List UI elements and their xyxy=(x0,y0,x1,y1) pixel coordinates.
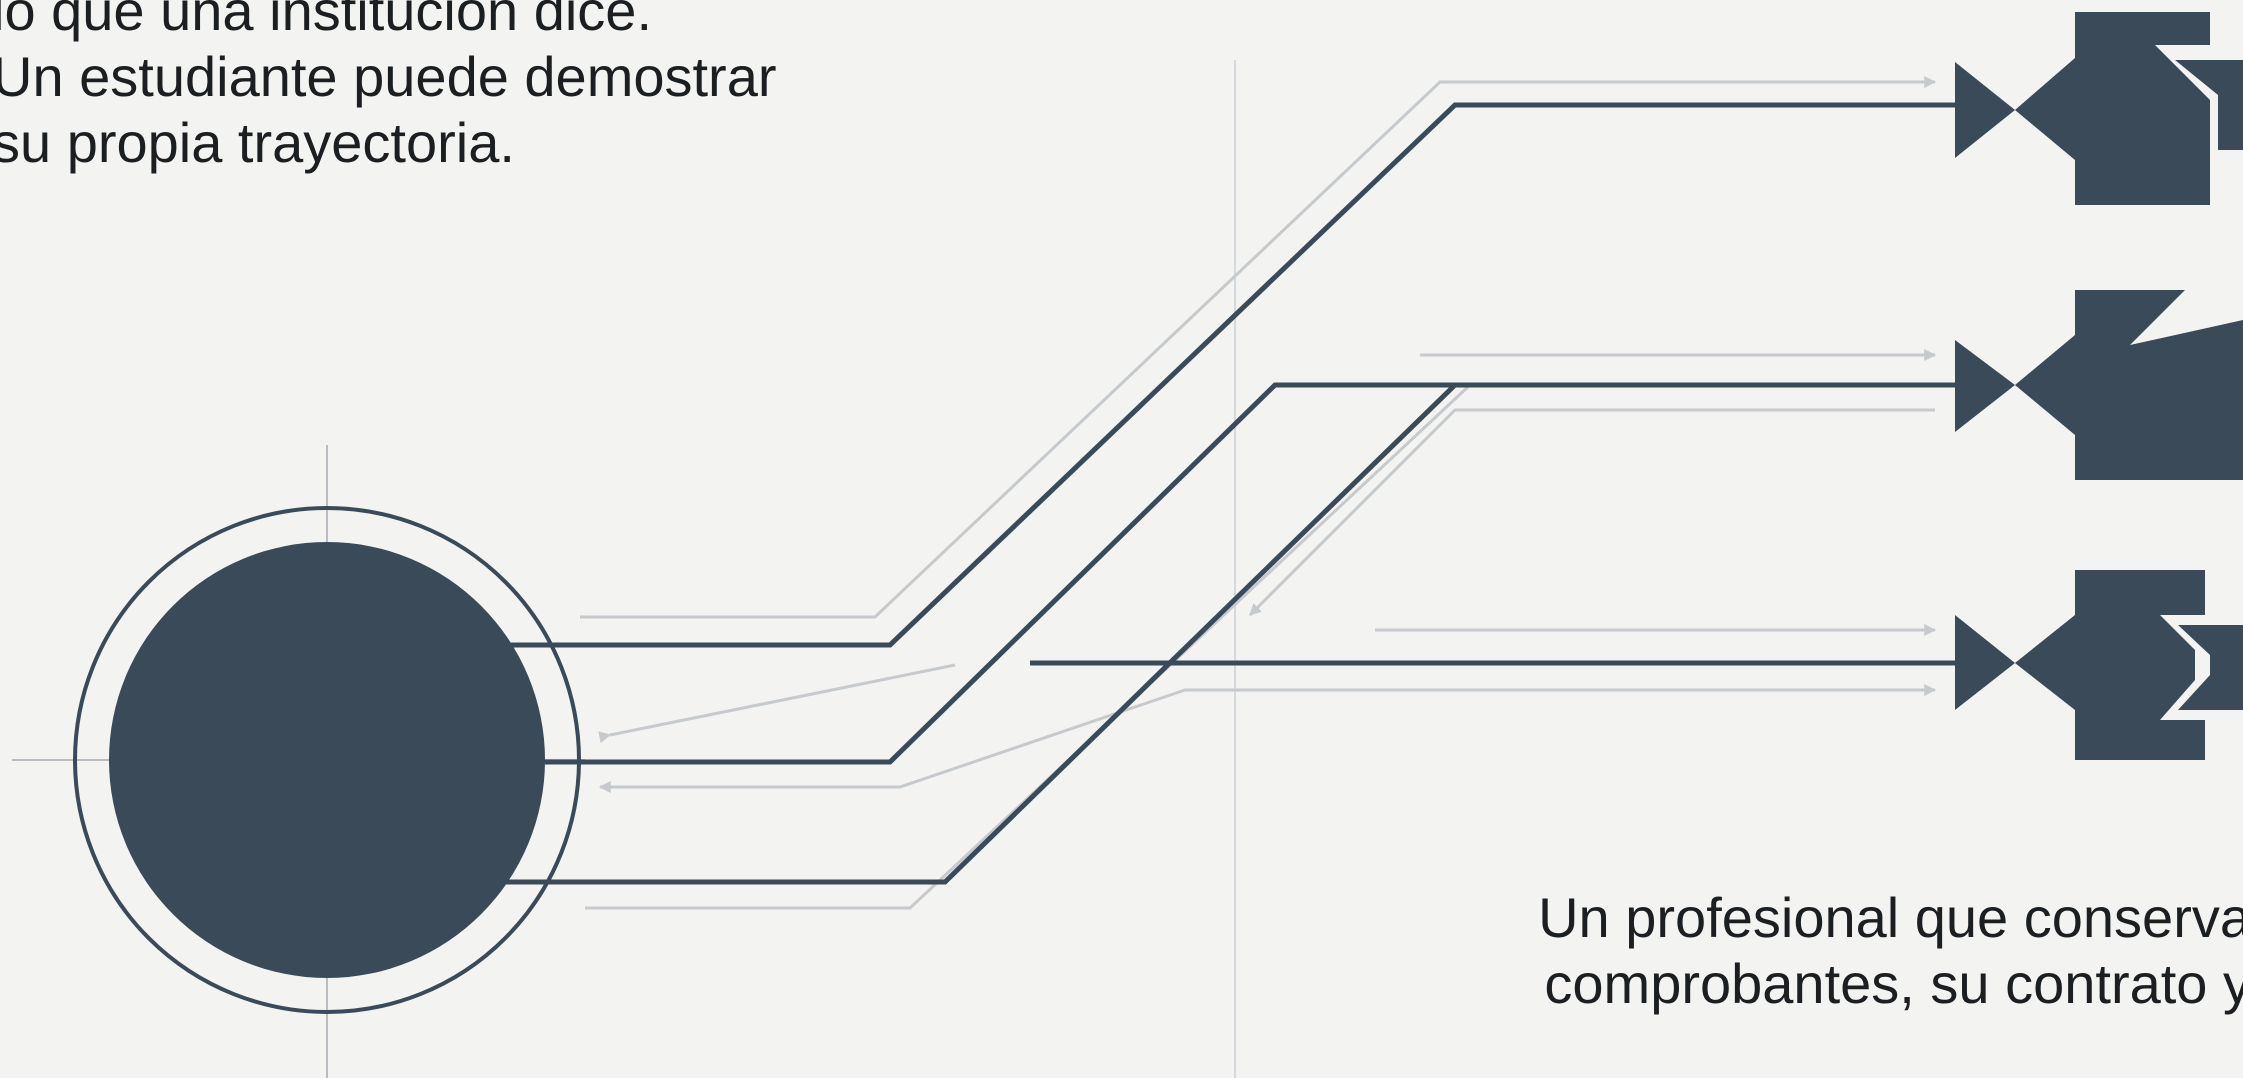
secondary-line-3 xyxy=(1248,408,1935,617)
intro-line-2: Un estudiante puede demostrar xyxy=(0,45,777,108)
secondary-line-1 xyxy=(580,76,1937,619)
output-node-1 xyxy=(1955,12,2243,205)
intro-line-1: lo que una institución dice. xyxy=(0,0,652,42)
secondary-line-6 xyxy=(598,684,1937,793)
intro-line-3: su propia trayectoria. xyxy=(0,111,515,174)
output-node-2 xyxy=(1955,290,2243,480)
secondary-line-5 xyxy=(598,663,956,744)
secondary-connectors xyxy=(580,76,1937,910)
primary-connectors xyxy=(505,102,1975,885)
outro-paragraph: Un profesional que conserva comprobantes… xyxy=(1538,885,2243,1017)
outro-line-2: comprobantes, su contrato y xyxy=(1544,952,2243,1015)
intro-paragraph: lo que una institución dice. Un estudian… xyxy=(0,0,777,176)
output-node-3 xyxy=(1955,570,2243,760)
primary-line-2 xyxy=(545,382,1975,765)
primary-line-3 xyxy=(505,383,1457,885)
primary-line-1 xyxy=(505,102,1975,648)
secondary-line-7 xyxy=(585,383,1472,910)
outro-line-1: Un profesional que conserva xyxy=(1538,886,2243,949)
hub-node xyxy=(73,506,581,1014)
